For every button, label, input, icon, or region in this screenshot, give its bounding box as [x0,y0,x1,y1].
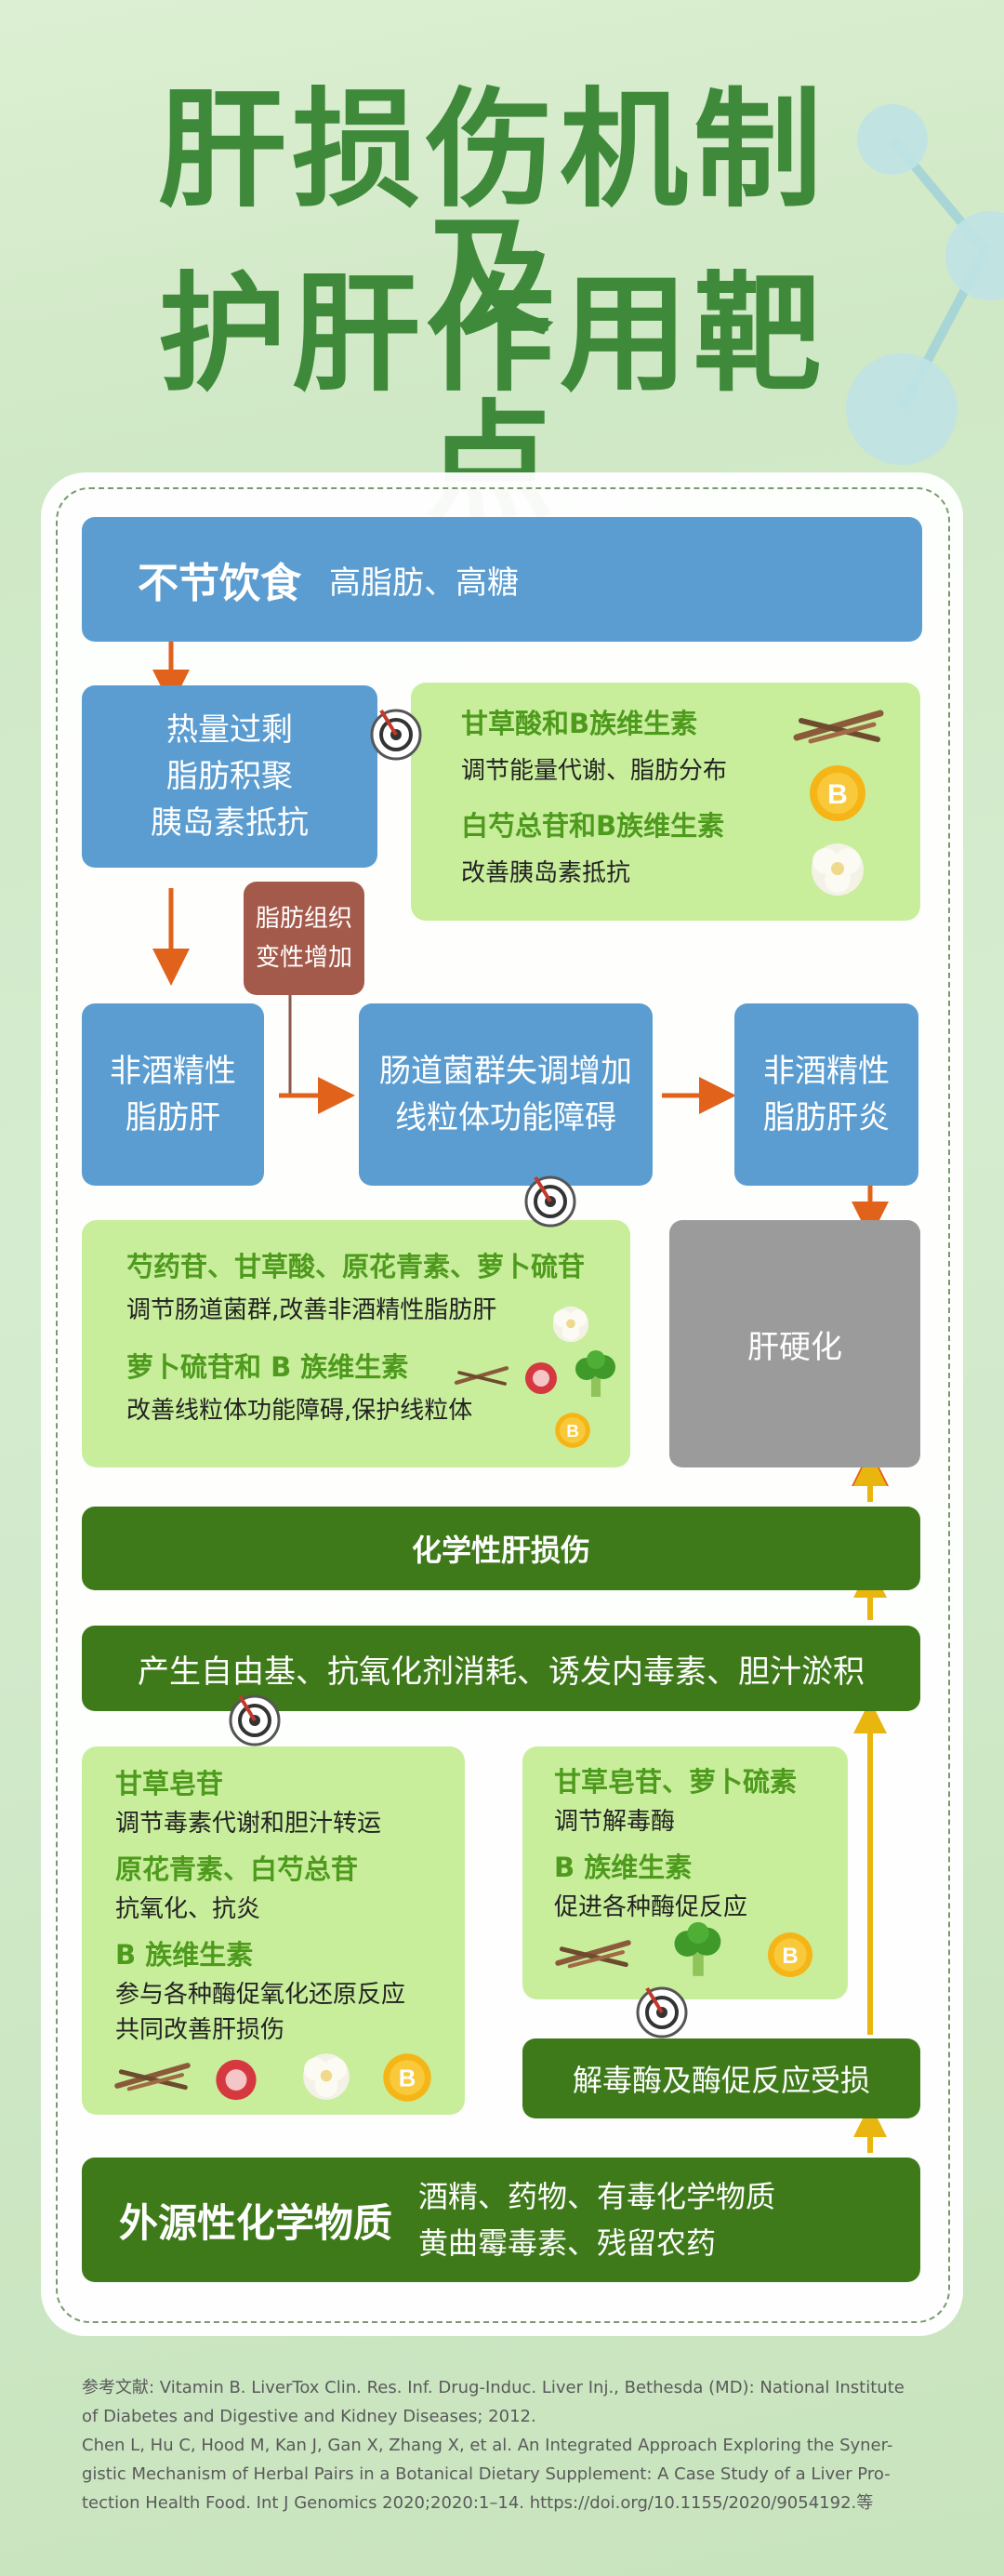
targets-left-box: 甘草皂苷 调节毒素代谢和胆汁转运 原花青素、白芍总苷 抗氧化、抗炎 B 族维生素… [82,1746,465,2115]
target-text: 调节能量代谢、脂肪分布 [461,757,728,785]
metabolic-line: 热量过剩 [166,711,293,749]
nafld-line: 脂肪肝 [126,1099,220,1136]
target-heading: 芍药苷、甘草酸、原花青素、萝卜硫苷 [126,1251,586,1282]
target-icon [229,1694,281,1746]
free-radicals-box: 产生自由基、抗氧化剂消耗、诱发内毒素、胆汁淤积 [82,1626,920,1711]
metabolic-box: 热量过剩 脂肪积聚 胰岛素抵抗 [82,685,377,868]
licorice-icon [793,710,884,744]
cirrhosis-box: 肝硬化 [669,1220,920,1467]
exogenous-label: 外源性化学物质 [119,2199,393,2246]
target-text: 改善线粒体功能障碍,保护线粒体 [126,1397,473,1425]
chemical-injury-box: 化学性肝损伤 [82,1507,920,1590]
peony-flower-icon [303,2053,350,2100]
vitamin-b-icon: B [555,1413,590,1448]
radish-icon [216,2059,257,2101]
target-text: 改善胰岛素抵抗 [461,859,631,887]
target-text: 调节肠道菌群,改善非酒精性脂肪肝 [126,1296,497,1324]
target-text: 调节毒素代谢和胆汁转运 [115,1810,382,1838]
adipose-line: 脂肪组织 [255,905,352,933]
target-icon [636,1986,688,2038]
nash-box: 非酒精性 脂肪肝炎 [734,1003,918,1186]
adipose-line: 变性增加 [255,944,352,972]
page-title-line1: 肝损伤机制及 [157,73,827,353]
free-radicals-label: 产生自由基、抗氧化剂消耗、诱发内毒素、胆汁淤积 [138,1653,865,1691]
diet-detail: 高脂肪、高糖 [329,564,519,602]
reference-line: of Diabetes and Digestive and Kidney Dis… [82,2407,536,2426]
molecule-decoration-icon [846,104,1004,465]
target-text: 抗氧化、抗炎 [115,1895,261,1923]
target-text: 促进各种酶促反应 [554,1893,748,1921]
reference-line: gistic Mechanism of Herbal Pairs in a Bo… [82,2464,891,2484]
reference-line: tection Health Food. Int J Genomics 2020… [82,2493,874,2513]
exogenous-box: 外源性化学物质 酒精、药物、有毒化学物质 黄曲霉毒素、残留农药 [82,2158,920,2282]
enzyme-label: 解毒酶及酶促反应受损 [572,2063,870,2098]
diet-box: 不节饮食 高脂肪、高糖 [82,517,922,642]
page-title-line2: 护肝作用靶点 [157,258,827,538]
reference-line: 参考文献: Vitamin B. LiverTox Clin. Res. Inf… [82,2378,905,2397]
target-icon [524,1175,576,1228]
target-heading: B 族维生素 [115,1939,254,1971]
diagram-panel-border [56,487,950,2323]
peony-flower-icon [812,843,864,896]
targets-gut-box: 芍药苷、甘草酸、原花青素、萝卜硫苷 调节肠道菌群,改善非酒精性脂肪肝 萝卜硫苷和… [82,1220,630,1467]
vitamin-b-icon: B [768,1932,812,1977]
nash-line: 非酒精性 [763,1053,890,1090]
arrow-adipose-to-gut [288,995,339,1097]
exogenous-details: 酒精、药物、有毒化学物质 黄曲霉毒素、残留农药 [418,2173,775,2266]
diet-label: 不节饮食 [138,560,301,607]
reference-line: Chen L, Hu C, Hood M, Kan J, Gan X, Zhan… [82,2436,893,2455]
broccoli-icon [674,1921,721,1976]
target-icon [370,709,422,761]
target-heading: 甘草酸和B族维生素 [461,708,698,739]
cirrhosis-label: 肝硬化 [747,1328,842,1366]
licorice-icon [114,2063,191,2091]
vitamin-b-icon: B [810,765,865,821]
radish-icon [525,1362,557,1394]
vitamin-b-icon: B [383,2053,431,2102]
target-heading: 甘草皂苷 [115,1768,224,1799]
target-text: 参与各种酶促氧化还原反应 [115,1981,406,2009]
gut-line: 肠道菌群失调增加 [379,1053,632,1090]
svg-text:B: B [566,1421,579,1441]
target-heading: 萝卜硫苷和 B 族维生素 [126,1351,409,1383]
svg-text:B: B [827,779,848,810]
exogenous-detail-line: 黄曲霉毒素、残留农药 [418,2225,717,2261]
target-heading: 甘草皂苷、萝卜硫素 [554,1766,798,1798]
nafld-box: 非酒精性 脂肪肝 [82,1003,264,1186]
metabolic-line: 脂肪积聚 [166,758,293,795]
nash-line: 脂肪肝炎 [763,1099,890,1136]
metabolic-line: 胰岛素抵抗 [151,804,309,842]
adipose-box: 脂肪组织 变性增加 [244,882,364,995]
references: 参考文献: Vitamin B. LiverTox Clin. Res. Inf… [82,2373,928,2517]
gut-box: 肠道菌群失调增加 线粒体功能障碍 [359,1003,653,1186]
broccoli-icon [575,1350,615,1397]
enzyme-box: 解毒酶及酶促反应受损 [522,2038,920,2118]
target-heading: 原花青素、白芍总苷 [115,1853,359,1885]
gut-line: 线粒体功能障碍 [395,1099,616,1136]
licorice-icon [454,1366,509,1386]
exogenous-detail-line: 酒精、药物、有毒化学物质 [418,2179,776,2214]
peony-flower-icon [552,1306,589,1343]
chemical-injury-label: 化学性肝损伤 [411,1533,590,1568]
svg-text:B: B [399,2065,416,2091]
target-text: 共同改善肝损伤 [115,2016,285,2044]
target-heading: 白芍总苷和B族维生素 [461,810,725,842]
nafld-line: 非酒精性 [110,1053,236,1090]
licorice-icon [555,1940,631,1969]
svg-text:B: B [782,1944,798,1969]
target-heading: B 族维生素 [554,1852,693,1883]
target-text: 调节解毒酶 [554,1808,676,1836]
